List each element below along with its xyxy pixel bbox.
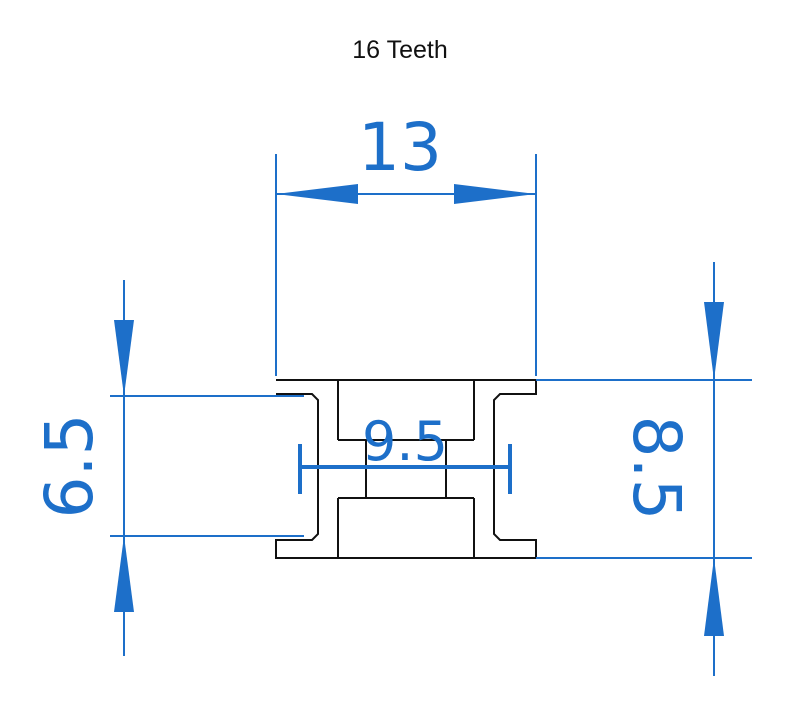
right-arrow-bottom bbox=[704, 558, 724, 636]
arrow-right bbox=[454, 184, 536, 204]
left-arrow-top bbox=[114, 320, 134, 396]
label-bore: 9.5 bbox=[362, 410, 448, 473]
dimension-bore bbox=[298, 444, 512, 494]
label-overall-width: 13 bbox=[358, 109, 442, 186]
dimension-overall-width bbox=[275, 154, 537, 376]
label-belt-width: 6.5 bbox=[31, 414, 108, 519]
diagram-title: 16 Teeth bbox=[352, 36, 448, 64]
right-arrow-top bbox=[704, 302, 724, 380]
arrow-left bbox=[276, 184, 358, 204]
dimension-belt-width bbox=[110, 280, 304, 656]
label-outer-width: 8.5 bbox=[618, 416, 695, 521]
dimension-outer-width bbox=[536, 262, 752, 676]
left-arrow-bottom bbox=[114, 536, 134, 612]
